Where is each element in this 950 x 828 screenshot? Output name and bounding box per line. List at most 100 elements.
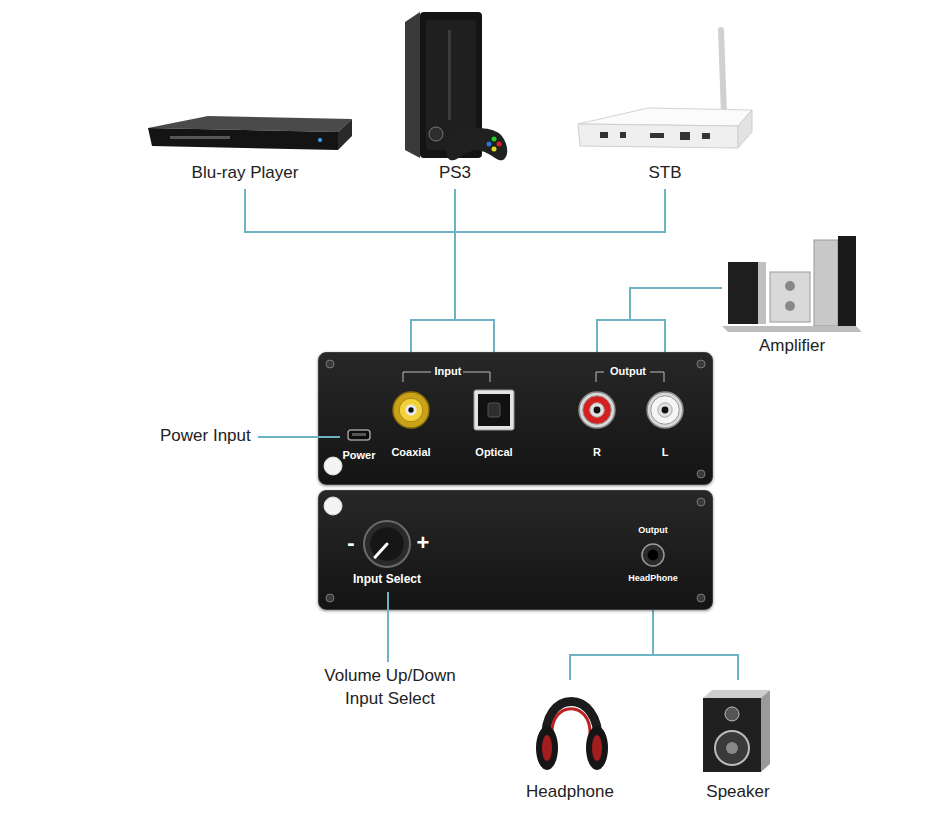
node-label: Optical xyxy=(462,444,526,460)
jack-graphic xyxy=(641,543,665,567)
headphone-cup-accent xyxy=(542,735,552,761)
headphone-cup-accent xyxy=(592,735,602,761)
rca-sleeve xyxy=(658,403,672,417)
controller-button xyxy=(492,137,497,142)
screw xyxy=(697,360,705,368)
power-port: Power xyxy=(333,429,385,465)
node-label: STB xyxy=(565,163,765,183)
jack-hole xyxy=(648,550,659,561)
node-label: - xyxy=(341,533,361,553)
jack-ring xyxy=(642,544,664,566)
amp-speaker-side xyxy=(758,262,766,324)
leader-line xyxy=(258,436,340,438)
amp-tower xyxy=(838,236,856,328)
callout-label: Volume Up/Down Input Select xyxy=(310,664,470,710)
screw xyxy=(326,594,334,602)
controller-button xyxy=(492,147,497,152)
speaker-side xyxy=(761,690,770,772)
coaxial-port: Coaxial xyxy=(381,391,441,465)
input-bracket xyxy=(403,372,490,382)
screw xyxy=(697,498,705,506)
amplifier-device: Amplifier xyxy=(722,232,862,358)
rca-sleeve xyxy=(590,403,604,417)
coax-pin xyxy=(408,407,413,412)
amp-tower-side xyxy=(814,240,838,326)
node-label: Speaker xyxy=(690,782,786,802)
rcawhite-graphic xyxy=(646,391,684,429)
node-label: L xyxy=(643,444,687,460)
node-label: Output xyxy=(603,363,653,379)
headphone-cup xyxy=(586,726,608,770)
usb-socket xyxy=(348,430,370,440)
node-label: HeadPhone xyxy=(621,571,685,585)
optical-graphic xyxy=(473,389,515,431)
coax-body xyxy=(399,398,423,422)
optical-socket xyxy=(478,394,510,426)
controller xyxy=(446,128,507,160)
rca-ring xyxy=(651,396,680,425)
coax-graphic xyxy=(392,391,430,429)
stb-side xyxy=(738,110,752,148)
knob-graphic xyxy=(363,520,411,568)
amp-knob xyxy=(785,301,795,311)
knob-cap xyxy=(370,527,404,561)
amp-speaker xyxy=(728,262,758,324)
console-slot xyxy=(448,30,451,120)
headphone-jack: OutputHeadPhone xyxy=(621,523,685,587)
knob-rim xyxy=(364,521,410,567)
rcared-graphic xyxy=(578,391,616,429)
usb-graphic xyxy=(347,429,371,441)
speaker-tweeter xyxy=(725,707,739,721)
screw xyxy=(697,594,705,602)
front-panel: Input Select - + OutputHeadPhone xyxy=(318,490,713,610)
optical-port-opening xyxy=(488,403,500,417)
node-label: PS3 xyxy=(400,163,510,183)
speaker-cap xyxy=(726,742,738,754)
console-side xyxy=(405,12,420,158)
player-side xyxy=(338,119,352,150)
node-label: Coaxial xyxy=(381,444,441,460)
headphone-cup xyxy=(536,726,558,770)
stb-port xyxy=(702,133,710,139)
speaker-woofer xyxy=(715,731,749,765)
rca-port: R xyxy=(575,391,619,465)
headphone-band-accent xyxy=(552,709,590,735)
knob-indicator xyxy=(375,544,387,557)
rca-ring xyxy=(583,396,612,425)
coax-insulator xyxy=(405,404,416,415)
rca-shell xyxy=(647,392,683,428)
node-label: Power xyxy=(333,447,385,463)
node-label: Headphone xyxy=(520,782,620,802)
sticker xyxy=(324,497,342,515)
node-label: + xyxy=(413,533,433,553)
coax-ring xyxy=(393,392,429,428)
sticker xyxy=(324,457,342,475)
stb-top xyxy=(578,108,752,126)
output-device: Speaker xyxy=(690,680,786,804)
node-label: Blu-ray Player xyxy=(140,163,350,183)
rca-pin xyxy=(594,407,601,414)
stb-port xyxy=(650,133,664,138)
stb-port xyxy=(680,132,690,140)
amp-knob xyxy=(785,281,795,291)
node-label: Input xyxy=(423,363,473,379)
node-label: Output xyxy=(621,523,685,537)
controller-button xyxy=(487,142,492,147)
rca-port: L xyxy=(643,391,687,465)
optical-frame xyxy=(474,390,514,430)
player-tray xyxy=(170,136,230,139)
leader-line xyxy=(387,592,389,662)
speaker-front xyxy=(703,698,761,772)
screw xyxy=(326,360,334,368)
controller-button xyxy=(497,142,502,147)
amp-unit xyxy=(770,272,810,322)
node-label: Input Select xyxy=(337,571,437,587)
rca-shell xyxy=(579,392,615,428)
player-front xyxy=(148,128,338,150)
stb-port xyxy=(620,132,626,138)
node-label: Amplifier xyxy=(722,336,862,356)
output-device: Headphone xyxy=(520,680,620,804)
source-device: STB xyxy=(565,20,765,189)
